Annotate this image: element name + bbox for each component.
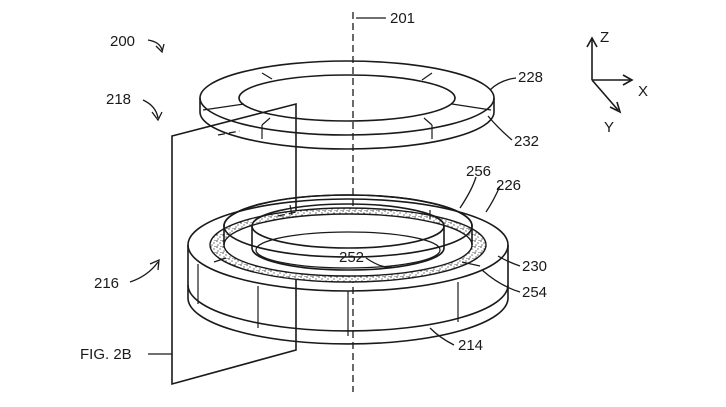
axis-label-y: Y — [604, 119, 614, 136]
label-256: 256 — [466, 163, 491, 180]
label-232: 232 — [514, 133, 539, 150]
label-218: 218 — [106, 91, 131, 108]
leader-lines — [129, 17, 521, 355]
section-plane — [171, 102, 297, 386]
label-252: 252 — [339, 249, 364, 266]
bottom-assembly — [187, 194, 509, 345]
label-201: 201 — [390, 10, 415, 27]
label-228: 228 — [518, 69, 543, 86]
figure-title: FIG. 2B — [80, 346, 132, 363]
label-254: 254 — [522, 284, 547, 301]
label-226: 226 — [496, 177, 521, 194]
label-230: 230 — [522, 258, 547, 275]
label-200: 200 — [110, 33, 135, 50]
axis-label-x: X — [638, 83, 648, 100]
label-216: 216 — [94, 275, 119, 292]
top-ring — [199, 60, 495, 150]
axis-label-z: Z — [600, 29, 609, 46]
label-214: 214 — [458, 337, 483, 354]
axis-triad — [586, 36, 634, 114]
